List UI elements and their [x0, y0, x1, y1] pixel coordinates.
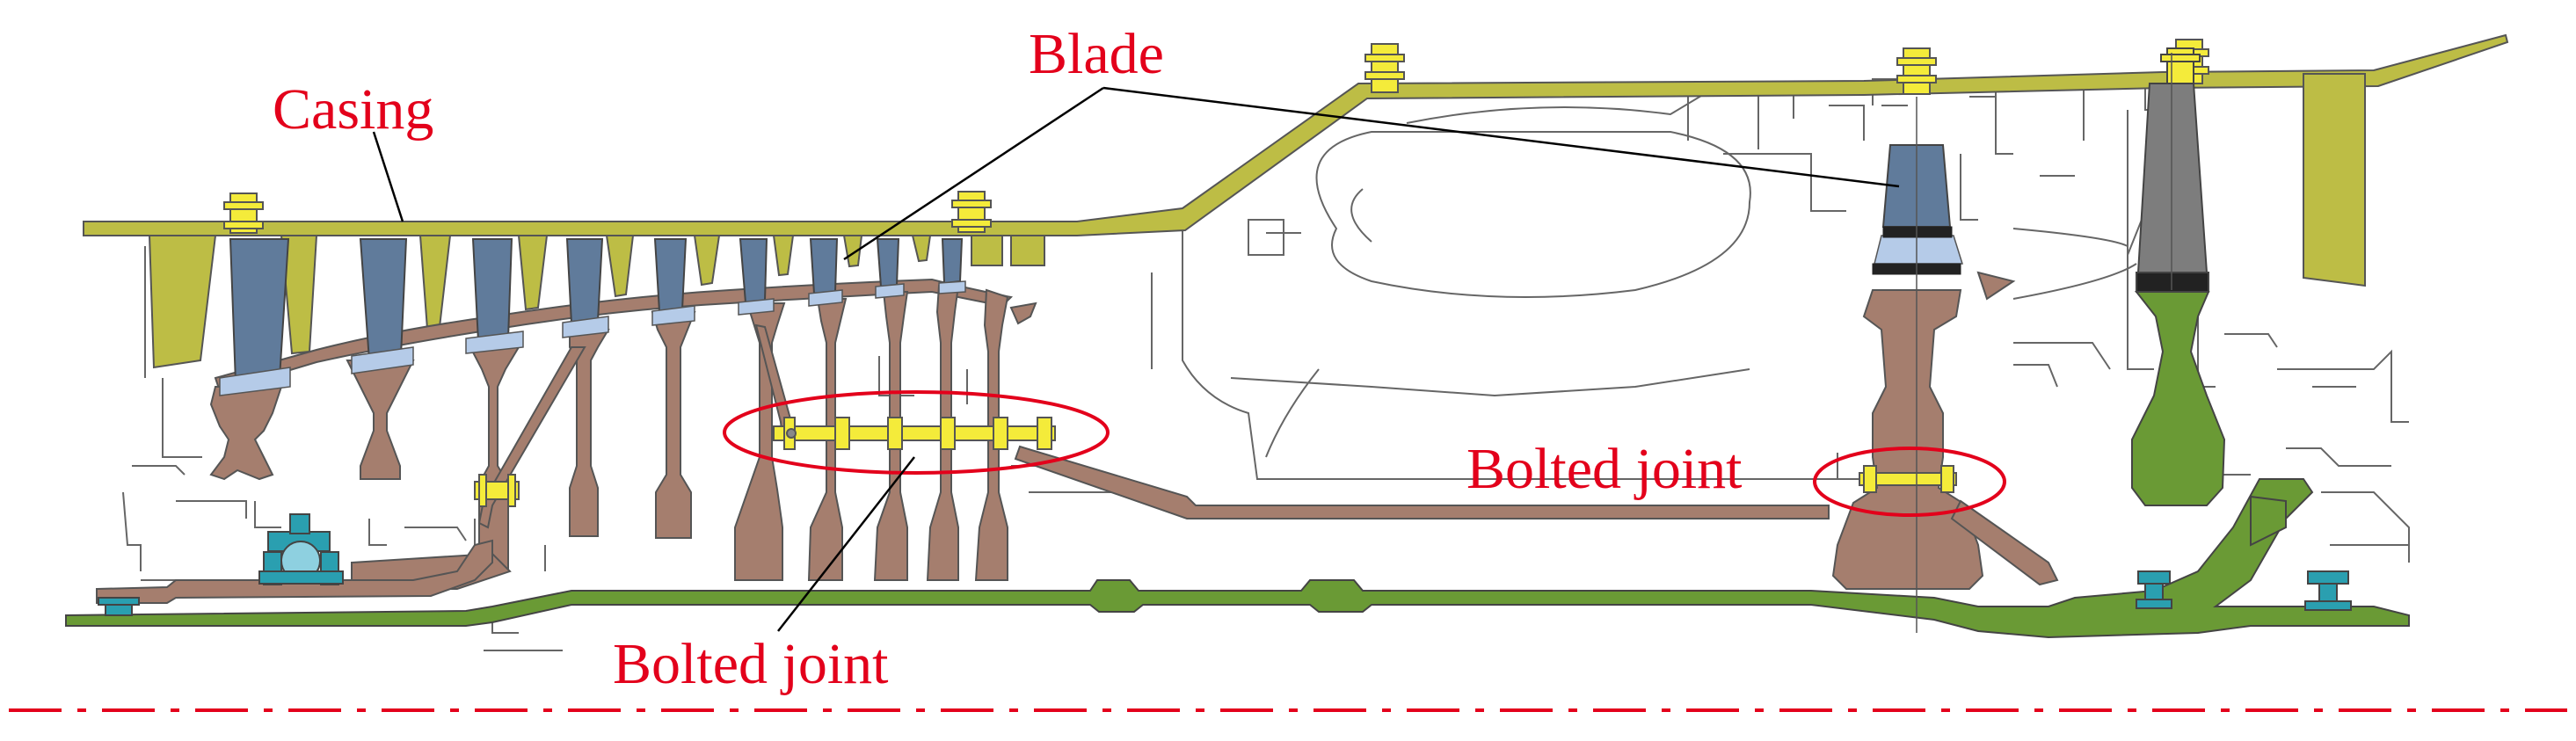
- label-bolted-joint-right: Bolted joint: [1466, 437, 1743, 501]
- hp-blade-platform: [1872, 226, 1961, 275]
- highlight-compressor-bolted-joint: [723, 390, 1110, 475]
- bolted-joint-compressor: [773, 417, 1056, 450]
- center-marks: [1916, 53, 2172, 633]
- labels: Casing Blade Bolted joint Bolted joint: [273, 22, 1743, 696]
- label-blade: Blade: [1029, 22, 1164, 86]
- blade-roots: [219, 235, 1964, 396]
- leader-lines: [372, 86, 1900, 632]
- casing: [83, 33, 2509, 369]
- bearings: [98, 513, 2352, 616]
- bearing-right-1: [2136, 570, 2172, 609]
- bearing-right-2: [2304, 570, 2352, 611]
- bolted-joint-turbine: [1859, 465, 1957, 493]
- lp-turbine: [2131, 47, 2226, 506]
- highlight-turbine-bolted-joint: [1813, 447, 2006, 517]
- label-bolted-joint-bottom: Bolted joint: [613, 632, 889, 696]
- label-casing: Casing: [273, 77, 433, 142]
- bearing-front-left: [258, 513, 344, 585]
- front-shaft: [96, 539, 493, 604]
- bearing-far-left: [98, 597, 140, 616]
- highlight-ellipses: [723, 390, 2006, 517]
- shaft: [65, 478, 2410, 639]
- cone-bolt: [474, 474, 520, 507]
